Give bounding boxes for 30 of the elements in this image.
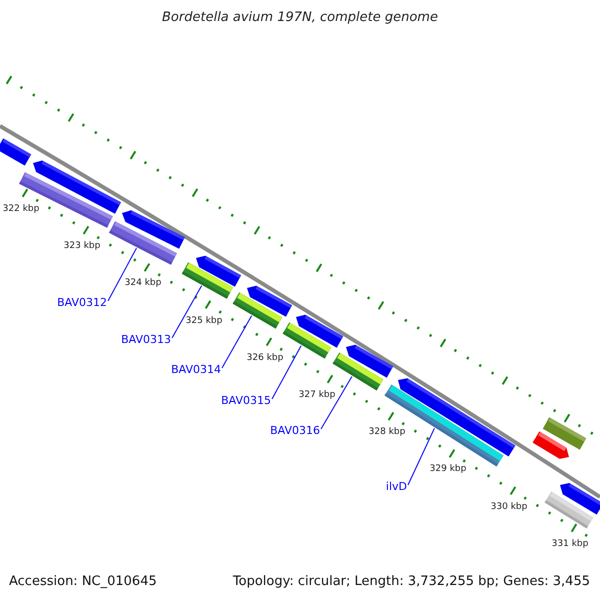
gene-bar (109, 221, 177, 265)
leader-line (222, 315, 252, 368)
scale-label: 331 kbp (550, 540, 590, 549)
scale-label: 322 kbp (2, 205, 40, 214)
footer-text: Accession: NC_010645 (9, 575, 157, 588)
title: Bordetella avium 197N, complete genome (162, 10, 438, 25)
scale-label: 327 kbp (298, 391, 336, 400)
gene-label: BAV0313 (121, 334, 171, 345)
leader-line (172, 285, 202, 338)
footer-text: Topology: circular; Length: 3,732,255 bp; Genes: 3,455 (232, 575, 590, 588)
gene-label: BAV0312 (57, 297, 107, 308)
leader-line (272, 345, 302, 400)
gene-bar (282, 322, 332, 359)
gene-label: BAV0316 (270, 425, 320, 436)
gene-bar (182, 262, 234, 299)
scale-label: 325 kbp (184, 316, 224, 326)
leader-line (408, 428, 435, 486)
scale-label: 330 kbp (490, 502, 528, 512)
gene-bar (232, 292, 282, 329)
scale-label: 329 kbp (428, 465, 468, 474)
scale-label: 323 kbp (62, 242, 102, 252)
scale-label: 326 kbp (246, 354, 284, 363)
leader-line (320, 376, 352, 430)
gene-label: BAV0314 (171, 364, 221, 375)
leader-line (108, 248, 137, 302)
scale-label: 324 kbp (124, 279, 162, 288)
scale-label: 328 kbp (368, 428, 406, 438)
gene-bar (332, 352, 384, 390)
gene-label: ilvD (386, 481, 407, 492)
gene-label: BAV0315 (221, 395, 271, 406)
